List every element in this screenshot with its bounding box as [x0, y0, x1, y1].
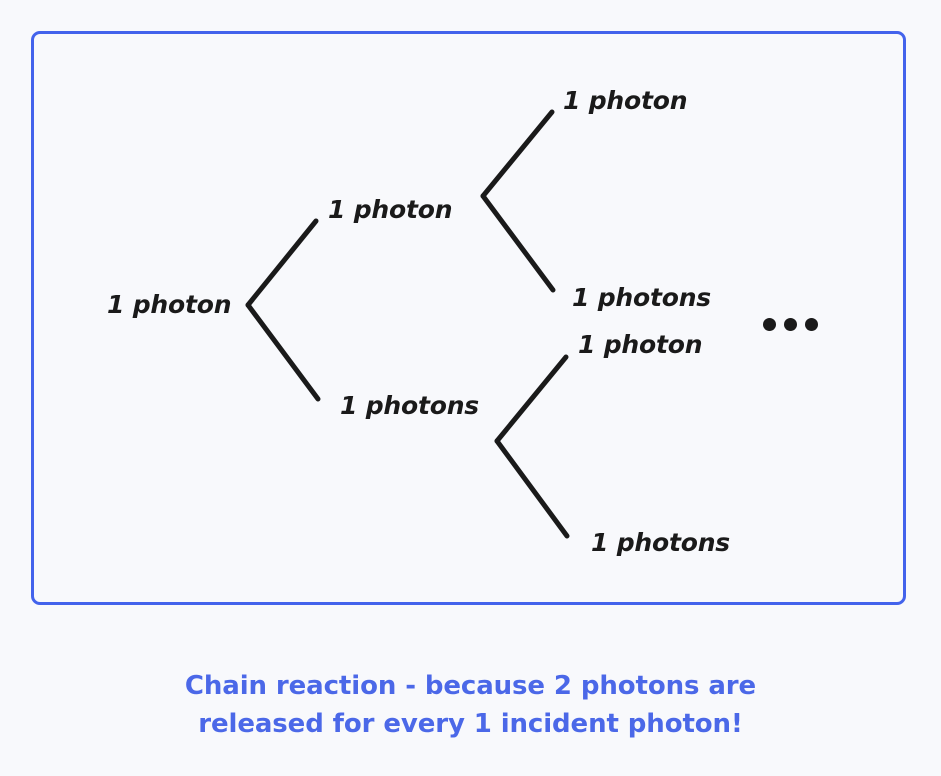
- node-label-level1-lower: 1 photons: [340, 391, 479, 420]
- ellipsis-dot: [784, 318, 797, 331]
- diagram-caption: Chain reaction - because 2 photons are r…: [0, 668, 941, 743]
- node-label-level1-upper: 1 photon: [328, 195, 453, 224]
- node-label-level2-lower-down: 1 photons: [591, 528, 730, 557]
- node-label-level2-upper-up: 1 photon: [563, 86, 688, 115]
- node-label-level2-upper-down: 1 photons: [572, 283, 711, 312]
- continuation-ellipsis-icon: [763, 318, 818, 331]
- caption-line-2: released for every 1 incident photon!: [198, 708, 743, 739]
- diagram-frame: [31, 31, 906, 605]
- ellipsis-dot: [763, 318, 776, 331]
- node-label-root: 1 photon: [107, 290, 232, 319]
- caption-line-1: Chain reaction - because 2 photons are: [184, 671, 757, 701]
- node-label-level2-lower-up: 1 photon: [578, 330, 703, 359]
- ellipsis-dot: [805, 318, 818, 331]
